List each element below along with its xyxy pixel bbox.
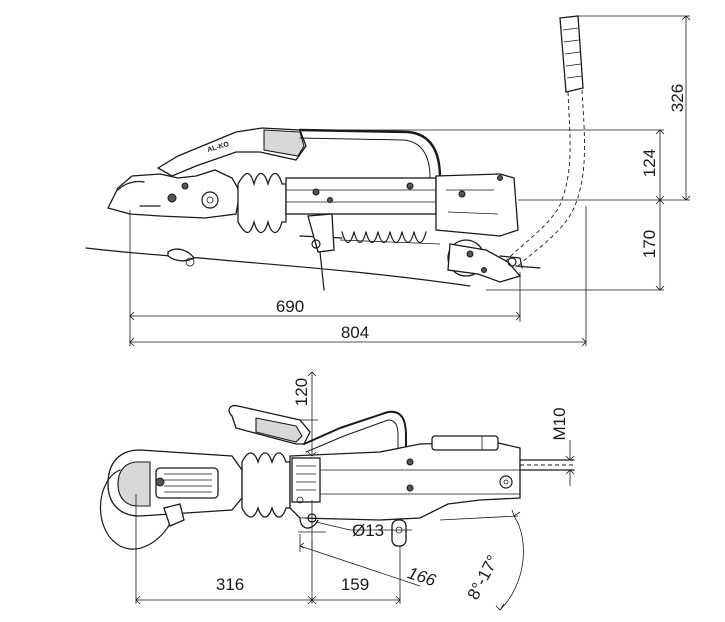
rear-bracket xyxy=(299,517,407,547)
side-dimensions xyxy=(129,15,691,347)
dim-170: 170 xyxy=(640,230,659,258)
handle-top xyxy=(228,404,407,453)
dim-m10: M10 xyxy=(550,407,569,440)
top-dimensions xyxy=(135,371,575,611)
brake-lever-assembly xyxy=(447,239,541,283)
cable-loop xyxy=(99,469,185,550)
dim-804: 804 xyxy=(341,323,369,342)
coupling-head-top xyxy=(107,449,243,517)
dim-690: 690 xyxy=(276,297,304,316)
bellows xyxy=(237,172,287,234)
spring-rod xyxy=(299,213,441,291)
dim-166: 166 xyxy=(405,563,438,590)
bellows-top xyxy=(241,452,291,518)
drawbar xyxy=(285,177,437,215)
breakaway-cable xyxy=(85,247,471,287)
dim-angle: 8°-17° xyxy=(464,552,503,603)
coupling-handle: AL-KO xyxy=(156,127,307,177)
coupling-head xyxy=(107,169,241,219)
handbrake-lever xyxy=(504,15,585,269)
thread-rod xyxy=(519,459,575,471)
side-view: AL-KO xyxy=(85,15,691,347)
top-view: 120 M10 Ø13 316 159 166 8°-17° xyxy=(99,371,575,611)
overrun-housing xyxy=(435,173,519,237)
dim-326: 326 xyxy=(668,84,687,112)
handle-arch xyxy=(298,128,442,180)
drawbar-top xyxy=(289,435,521,521)
dim-159: 159 xyxy=(341,575,369,594)
dim-124: 124 xyxy=(640,149,659,177)
dim-120: 120 xyxy=(292,378,311,406)
dim-316: 316 xyxy=(216,575,244,594)
dim-hole-13: Ø13 xyxy=(352,521,384,540)
